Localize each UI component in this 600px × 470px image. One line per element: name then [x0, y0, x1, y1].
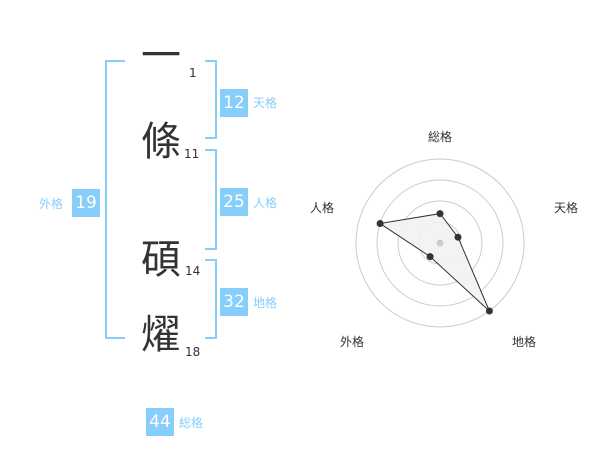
soukaku-label: 総格 [179, 416, 204, 430]
gaikaku-bracket [105, 60, 125, 339]
radar-ring-2 [397, 200, 483, 286]
radar-point-2 [454, 233, 462, 241]
radar-axis-label-5: 人格 [310, 201, 335, 215]
name-char-1: 一 [141, 33, 181, 79]
jinkaku-label: 人格 [253, 196, 278, 210]
radar-point-4 [426, 253, 434, 261]
radar-axis-label-4: 外格 [340, 335, 365, 349]
radar-ring-3 [376, 179, 504, 307]
soukaku-badge: 44 [146, 408, 174, 436]
name-char-4-strokes: 18 [185, 345, 201, 359]
name-char-2-strokes: 11 [184, 147, 200, 161]
chikaku-bracket [205, 259, 217, 339]
tenkaku-bracket [205, 60, 217, 139]
tenkaku-label: 天格 [253, 96, 278, 110]
name-panel: 一 1 條 11 碩 14 燿 18 19 外格 12 天格 25 人格 32 … [39, 33, 278, 436]
tenkaku-badge: 12 [220, 89, 248, 117]
radar-data-polygon [378, 213, 490, 312]
chikaku-label: 地格 [253, 296, 278, 310]
gaikaku-label: 外格 [39, 197, 64, 211]
radar-axis-label-1: 総格 [428, 130, 453, 144]
radar-axis-label-3: 地格 [512, 335, 537, 349]
radar-center-dot [436, 239, 444, 247]
radar-point-5 [376, 220, 384, 227]
radar-point-3 [485, 307, 493, 315]
name-char-2: 條 [141, 119, 181, 165]
chikaku-badge: 32 [220, 288, 248, 316]
name-char-1-strokes: 1 [189, 66, 197, 80]
radar-point-1 [436, 210, 444, 218]
name-char-4: 燿 [141, 312, 181, 358]
radar-chart [355, 158, 525, 328]
radar-ring-4 [355, 158, 525, 328]
radar-axis-label-2: 天格 [554, 201, 579, 215]
jinkaku-badge: 25 [220, 188, 248, 216]
name-char-3-strokes: 14 [185, 264, 201, 278]
name-char-3: 碩 [141, 237, 181, 283]
jinkaku-bracket [205, 149, 217, 250]
radar-points [376, 210, 493, 315]
gaikaku-badge: 19 [72, 189, 100, 217]
